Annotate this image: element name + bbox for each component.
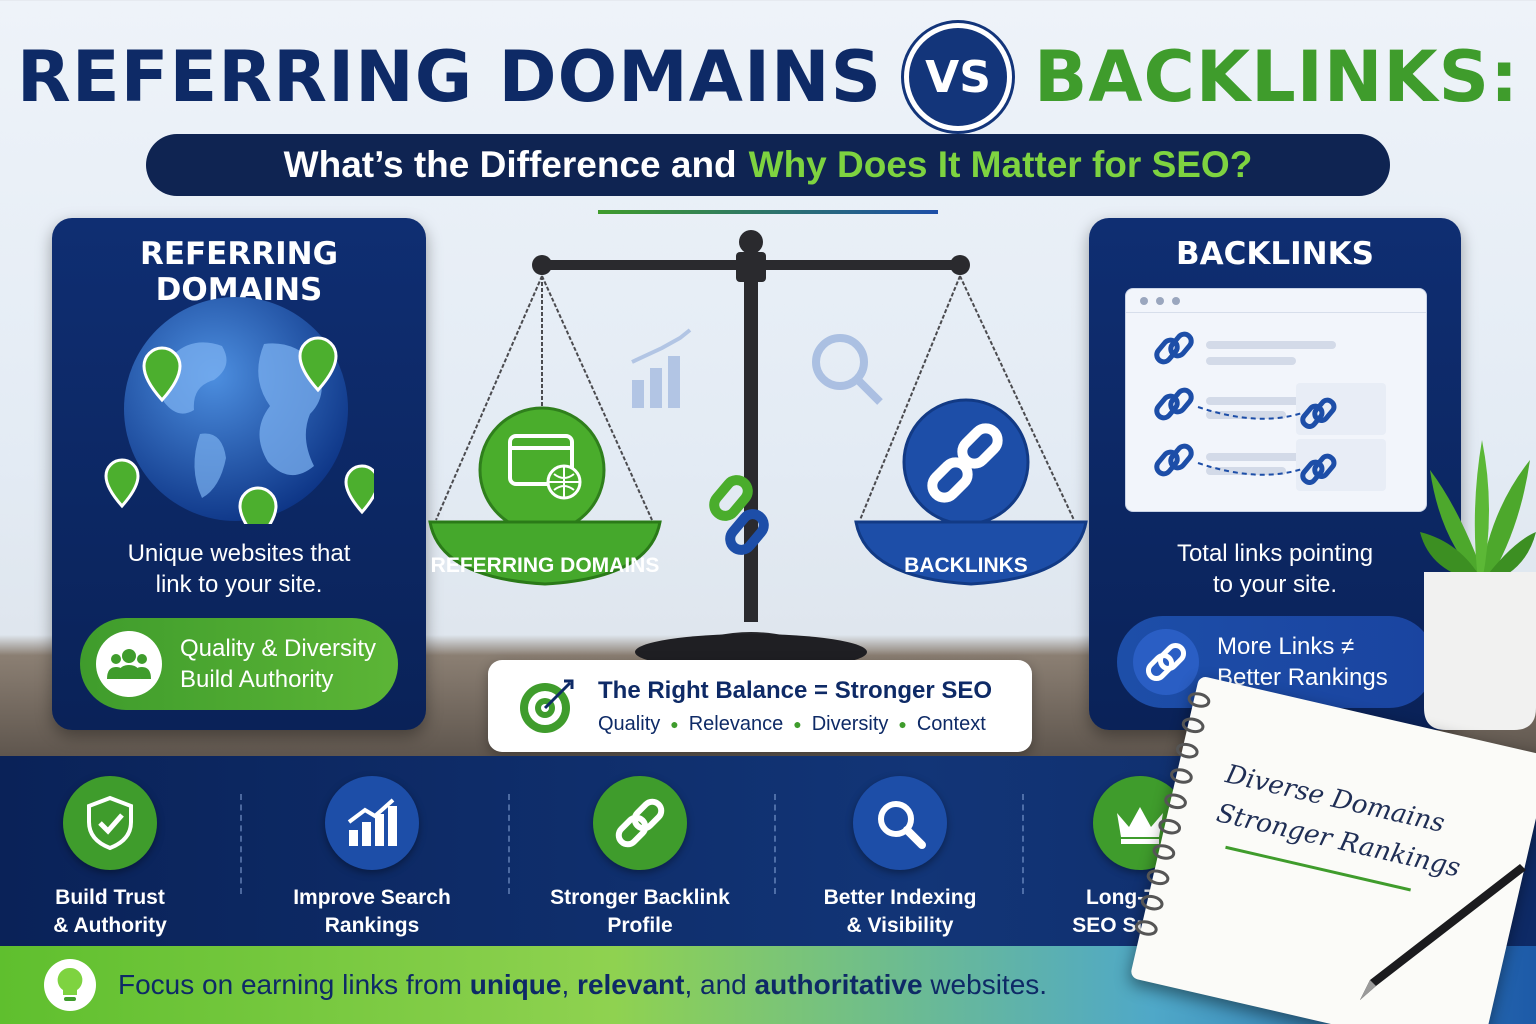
desc-line: to your site. (1212, 571, 1338, 598)
bar-chart-icon (631, 328, 692, 408)
chain-link-icon (902, 398, 1030, 526)
footer-banner: Focus on earning links from unique, rele… (0, 946, 1536, 1024)
target-icon (520, 679, 574, 733)
footer-segment: , and (684, 969, 747, 1000)
backlinks-description: Total links pointing to your site. (1109, 538, 1441, 600)
map-pin-icon (104, 336, 374, 524)
footer-keyword: relevant (577, 969, 685, 1000)
benefit-label: Better Indexing (823, 886, 977, 909)
desc-line: Total links pointing (1176, 540, 1374, 567)
benefit-label: Improve Search (293, 886, 451, 909)
subtitle-bar: What’s the Difference and Why Does It Ma… (146, 134, 1390, 196)
pill-line: Quality & Diversity (180, 635, 377, 662)
balance-scale-icon: REFERRING DOMAINS BACKLINKS (428, 230, 1088, 670)
pen-icon (1360, 864, 1526, 1000)
referring-domains-panel: REFERRING DOMAINS Unique websites that l… (52, 218, 426, 730)
footer-keyword: authoritative (754, 969, 923, 1000)
page-title: REFERRING DOMAINS VS BACKLINKS: (0, 22, 1536, 132)
divider (1022, 794, 1024, 894)
vs-badge: VS (904, 23, 1013, 131)
benefit-indexing: Better Indexing & Visibility (800, 776, 1000, 940)
keyword: Context (916, 712, 986, 735)
subtitle-part2: Why Does It Matter for SEO? (748, 144, 1253, 185)
benefit-label: Stronger Backlink (550, 886, 730, 909)
balance-title: The Right Balance = Stronger SEO (598, 676, 993, 704)
benefit-label: & Authority (53, 914, 167, 937)
growth-chart-icon (325, 776, 419, 870)
backlinks-panel: BACKLINKS Total links pointing to your s… (1089, 218, 1461, 730)
benefit-label: Rankings (324, 914, 420, 937)
globe-icon (104, 297, 374, 524)
benefit-label: & Visibility (846, 914, 954, 937)
benefit-label: Profile (607, 914, 673, 937)
footer-segment: websites. (930, 969, 1048, 1000)
magnifier-icon (812, 334, 883, 405)
desc-line: Unique websites that (127, 540, 351, 567)
browser-window-icon (1125, 288, 1427, 512)
footer-segment: Focus on earning links from (118, 969, 462, 1000)
pill-line: More Links ≠ (1217, 633, 1355, 660)
keyword: Relevance (688, 712, 784, 735)
magnifier-icon (853, 776, 947, 870)
notebook: Diverse Domains Stronger Rankings (1129, 675, 1536, 1024)
subtitle-part1: What’s the Difference and (283, 144, 737, 185)
pill-line: Build Authority (180, 666, 334, 693)
title-referring-domains: REFERRING DOMAINS (16, 36, 883, 118)
title-backlinks: BACKLINKS: (1034, 36, 1520, 118)
plant-icon (1420, 440, 1536, 730)
benefit-trust: Build Trust & Authority (10, 776, 210, 940)
spiral-binding (1134, 692, 1211, 936)
chain-link-icon (1133, 629, 1199, 695)
keyword: Quality (598, 712, 661, 735)
title-rule (598, 210, 938, 214)
desc-line: link to your site. (155, 571, 323, 598)
footer-text: Focus on earning links from unique, rele… (118, 969, 1047, 1001)
left-pan-label: REFERRING DOMAINS (431, 554, 660, 577)
shield-check-icon (63, 776, 157, 870)
chain-link-icon (593, 776, 687, 870)
web-globe-icon (478, 406, 606, 534)
divider (240, 794, 242, 894)
footer-segment: , (561, 969, 570, 1000)
lightbulb-icon (44, 959, 96, 1011)
right-balance-box: The Right Balance = Stronger SEO Quality… (488, 660, 1032, 752)
referring-domains-description: Unique websites that link to your site. (72, 538, 406, 600)
chain-link-icon (1154, 331, 1194, 365)
referring-domains-heading: REFERRING DOMAINS (139, 236, 339, 308)
keyword: Diversity (811, 712, 889, 735)
divider (508, 794, 510, 894)
right-pan-label: BACKLINKS (904, 554, 1028, 577)
balance-keywords: Quality● Relevance● Diversity● Context (598, 712, 986, 735)
backlinks-heading: BACKLINKS (1176, 236, 1374, 272)
users-group-icon (96, 631, 162, 697)
benefit-label: Build Trust (55, 886, 165, 909)
divider (774, 794, 776, 894)
footer-keyword: unique (469, 969, 562, 1000)
